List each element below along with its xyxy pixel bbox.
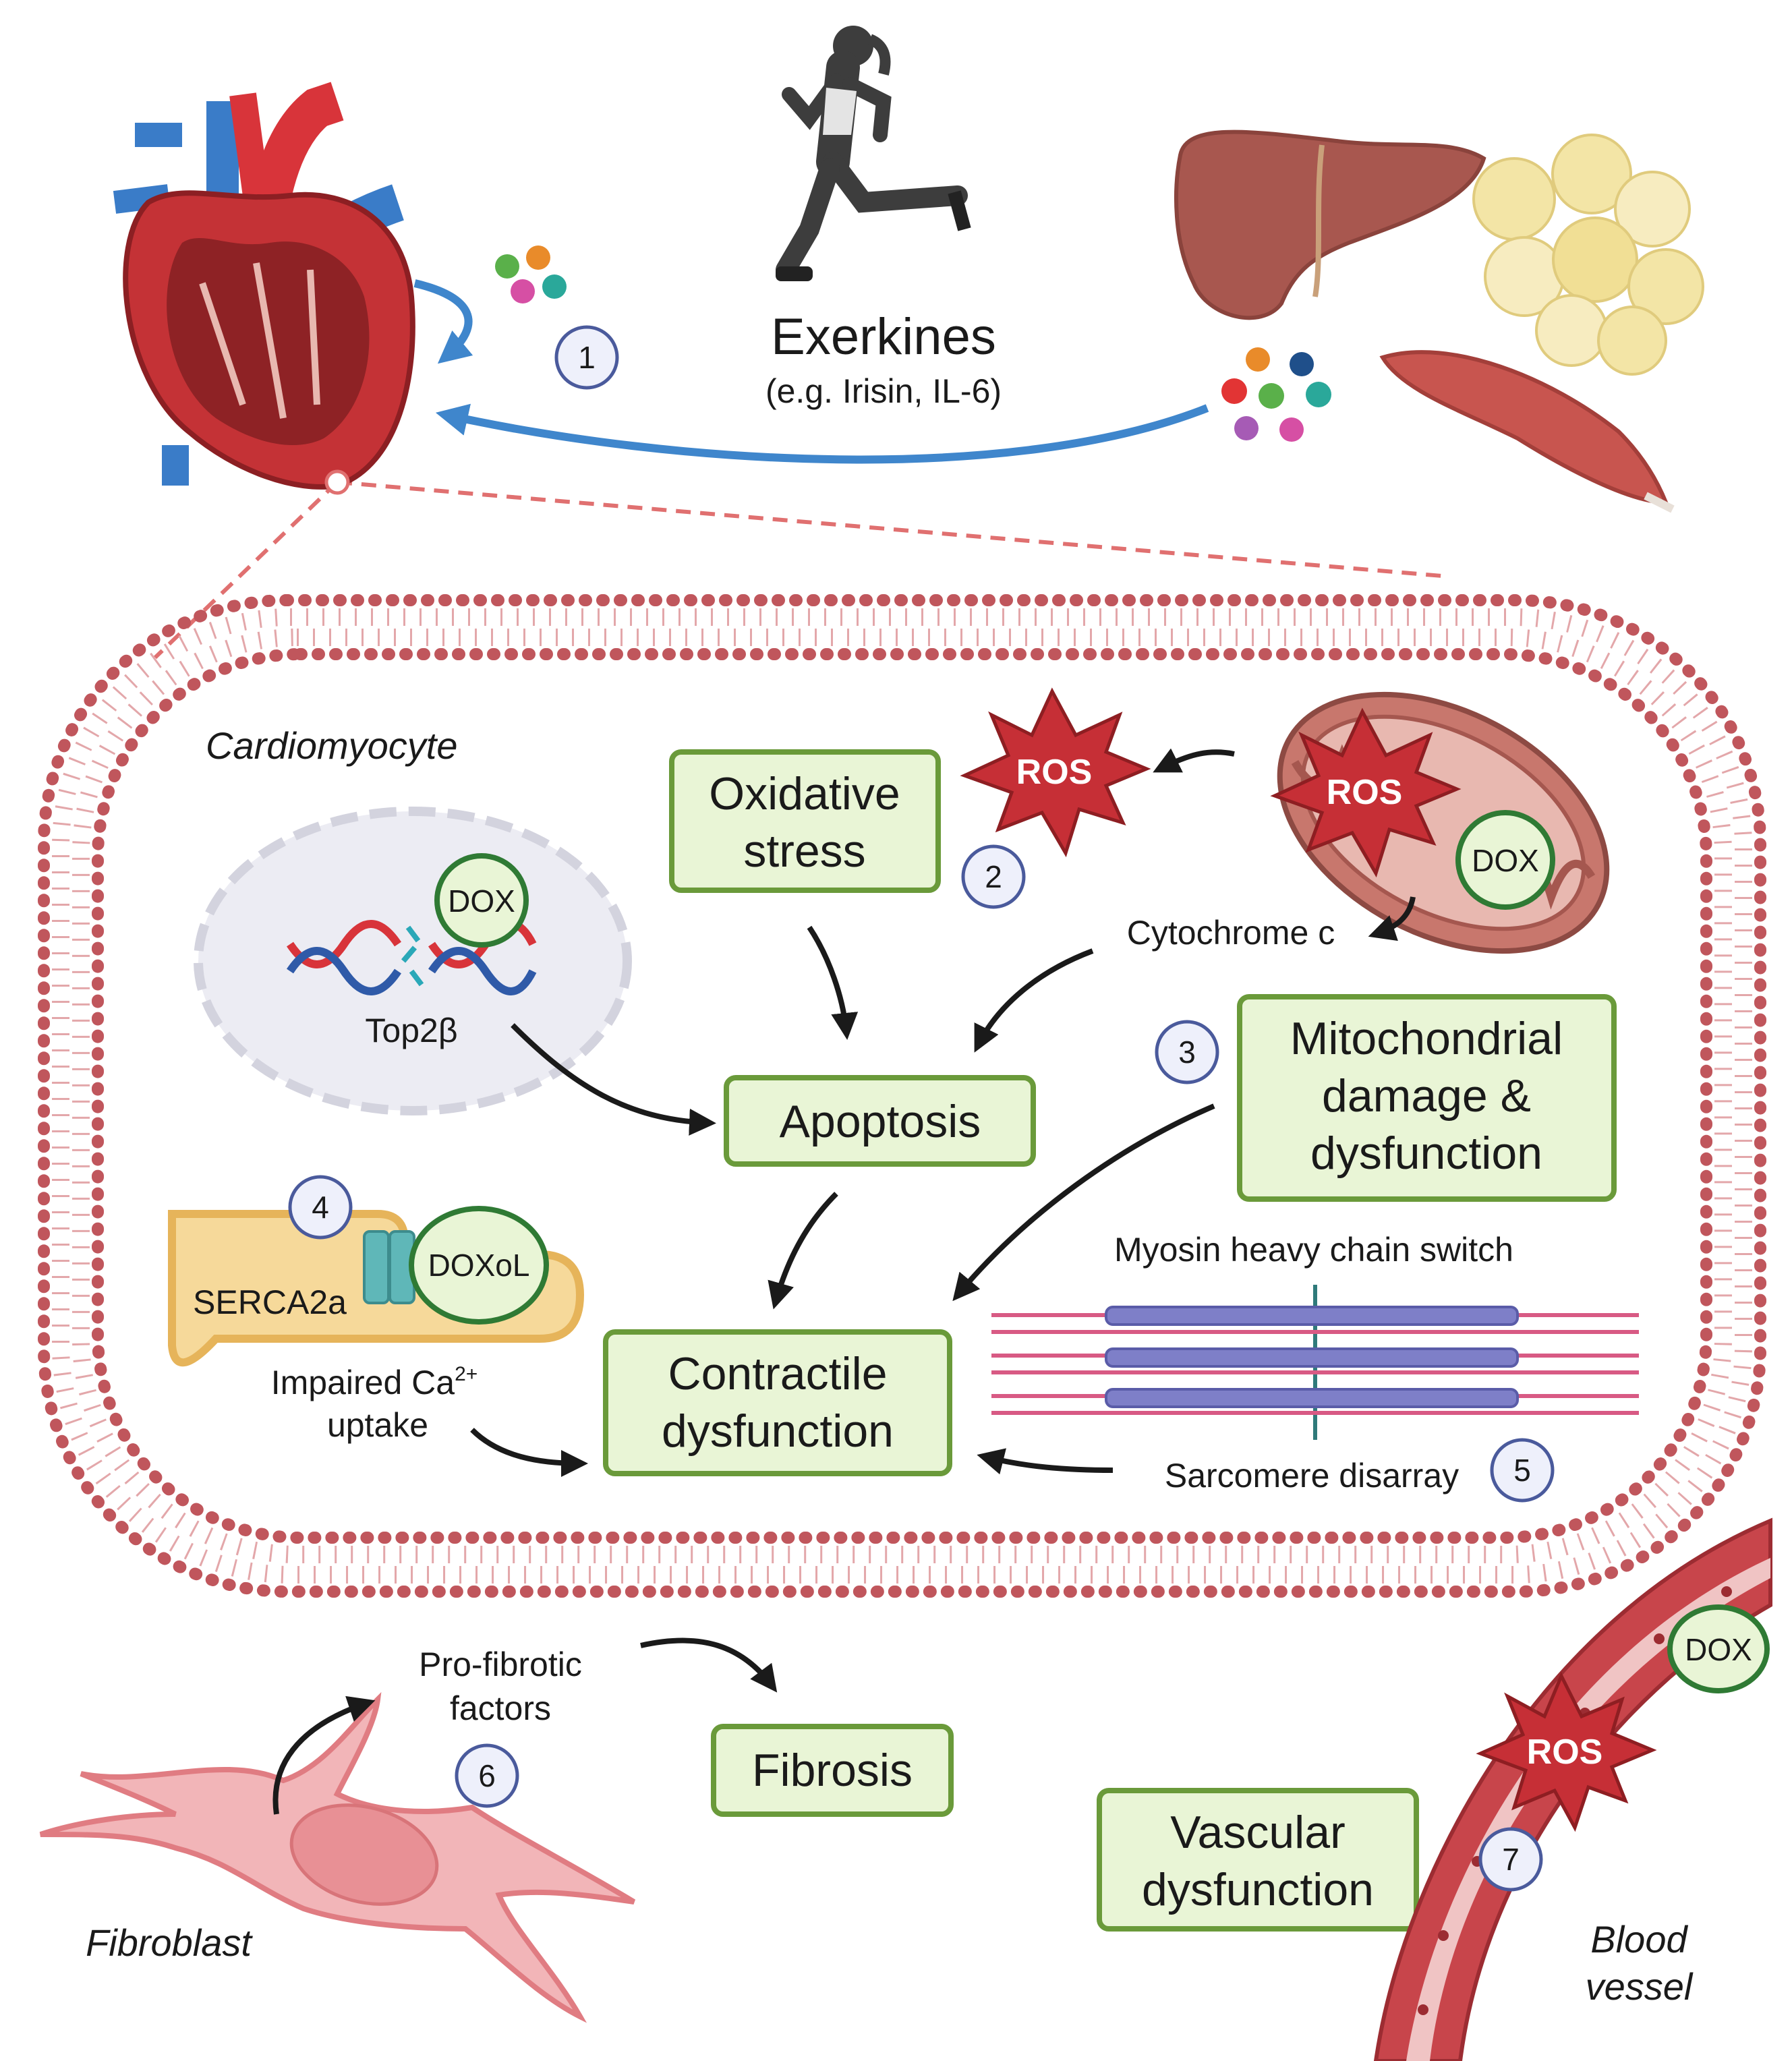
nucleus-icon xyxy=(194,807,632,1115)
profibrotic-label-line1: Pro-fibrotic xyxy=(419,1646,582,1683)
fibroblast-label: Fibroblast xyxy=(86,1921,253,1964)
serca-pump-icon xyxy=(168,1210,585,1367)
ros-burst-icon: ROS xyxy=(960,687,1151,858)
svg-text:Impaired Ca2+: Impaired Ca2+ xyxy=(271,1363,478,1401)
exerkines-subtitle: (e.g. Irisin, IL-6) xyxy=(765,372,1002,410)
impaired-ca-label: Impaired Ca2+ uptake xyxy=(271,1363,478,1444)
profibrotic-arrow xyxy=(640,1637,778,1693)
apoptosis-box: Apoptosis xyxy=(724,1075,1036,1167)
exerkine-arrow xyxy=(435,403,1209,464)
svg-text:4: 4 xyxy=(312,1190,329,1225)
svg-text:Vascular: Vascular xyxy=(1170,1807,1346,1858)
oxidative-stress-box: Oxidative stress xyxy=(669,749,941,893)
svg-text:6: 6 xyxy=(478,1758,496,1793)
svg-text:7: 7 xyxy=(1502,1842,1520,1877)
mitochondrial-damage-box: Mitochondrial damage & dysfunction xyxy=(1237,994,1617,1202)
cell-membrane xyxy=(38,594,1766,1598)
liver-icon xyxy=(1174,129,1486,320)
step-2-badge: 2 xyxy=(961,844,1026,909)
svg-text:dysfunction: dysfunction xyxy=(1310,1128,1542,1179)
ros-vessel-burst-icon: ROS xyxy=(1476,1671,1657,1832)
local-exerkine-arrow xyxy=(413,279,473,364)
svg-text:2: 2 xyxy=(985,859,1002,894)
dox-mito-badge: DOX xyxy=(1455,810,1555,910)
step-5-badge: 5 xyxy=(1490,1438,1555,1503)
muscle-icon xyxy=(1379,350,1675,513)
step-3-badge: 3 xyxy=(1155,1020,1219,1084)
pathway-arrows xyxy=(470,748,1416,1477)
step-6-badge: 6 xyxy=(455,1743,519,1808)
svg-text:ROS: ROS xyxy=(1327,773,1403,812)
svg-text:Apoptosis: Apoptosis xyxy=(780,1096,981,1147)
serca2a-label: SERCA2a xyxy=(193,1283,347,1321)
runner-icon xyxy=(776,26,971,281)
svg-text:Mitochondrial: Mitochondrial xyxy=(1290,1013,1563,1064)
svg-text:DOX: DOX xyxy=(448,883,515,919)
svg-text:dysfunction: dysfunction xyxy=(1142,1864,1374,1915)
step-1-badge: 1 xyxy=(554,325,619,390)
blood-vessel-label-line1: Blood xyxy=(1590,1918,1688,1961)
svg-text:damage &: damage & xyxy=(1322,1070,1531,1122)
fibrosis-box: Fibrosis xyxy=(711,1724,954,1817)
heart-icon xyxy=(113,82,415,495)
fibroblast-icon xyxy=(39,1691,636,2023)
svg-text:uptake: uptake xyxy=(327,1406,428,1444)
svg-text:5: 5 xyxy=(1513,1453,1531,1488)
fibroblast-arrow xyxy=(272,1695,376,1815)
cardiomyocyte-label: Cardiomyocyte xyxy=(206,724,457,767)
exerkine-dots-icon xyxy=(495,245,567,303)
svg-text:DOX: DOX xyxy=(1685,1632,1752,1667)
contractile-dysfunction-box: Contractile dysfunction xyxy=(603,1329,952,1476)
svg-text:Contractile: Contractile xyxy=(668,1348,887,1399)
vascular-dysfunction-box: Vascular dysfunction xyxy=(1097,1788,1419,1932)
dox-nucleus-badge: DOX xyxy=(434,853,529,948)
dox-vessel-badge: DOX xyxy=(1667,1604,1770,1693)
svg-text:1: 1 xyxy=(578,340,596,375)
profibrotic-label-line2: factors xyxy=(450,1689,551,1727)
zoom-lines xyxy=(153,480,1451,660)
svg-text:stress: stress xyxy=(743,825,865,877)
svg-text:Fibrosis: Fibrosis xyxy=(752,1745,913,1796)
cytochrome-c-label: Cytochrome c xyxy=(1127,914,1335,952)
top2b-label: Top2β xyxy=(365,1012,457,1049)
myosin-switch-label: Myosin heavy chain switch xyxy=(1114,1231,1513,1269)
svg-text:3: 3 xyxy=(1178,1035,1196,1070)
exerkines-title: Exerkines xyxy=(771,308,996,366)
svg-text:ROS: ROS xyxy=(1527,1733,1603,1772)
svg-text:DOXoL: DOXoL xyxy=(428,1248,530,1283)
svg-text:DOX: DOX xyxy=(1472,843,1539,878)
svg-text:Oxidative: Oxidative xyxy=(709,768,900,819)
doxol-badge: DOXoL xyxy=(409,1206,549,1325)
step-7-badge: 7 xyxy=(1478,1827,1543,1892)
adipose-icon xyxy=(1472,134,1704,376)
sarcomere-disarray-label: Sarcomere disarray xyxy=(1165,1457,1459,1494)
blood-vessel-label-line2: vessel xyxy=(1586,1965,1694,2008)
exerkine-dots-icon xyxy=(1221,347,1331,442)
svg-text:dysfunction: dysfunction xyxy=(662,1405,894,1457)
svg-text:ROS: ROS xyxy=(1016,753,1093,792)
sarcomere-icon xyxy=(991,1285,1639,1440)
step-4-badge: 4 xyxy=(288,1175,353,1240)
